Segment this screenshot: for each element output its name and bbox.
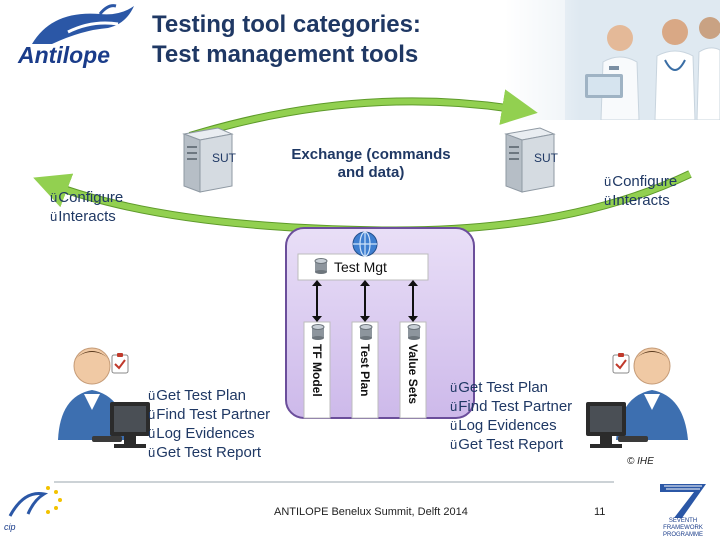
- page-number: 11: [594, 506, 606, 518]
- exchange-line-2: and data): [337, 164, 405, 181]
- server-icon: [182, 127, 234, 193]
- user-workstation-icon: [58, 347, 150, 448]
- title-line-1: Testing tool categories:: [152, 11, 421, 38]
- cip-logo-icon: [8, 486, 62, 517]
- exchange-line-1: Exchange (commands: [291, 146, 451, 163]
- checklist-item: üInteracts: [50, 208, 116, 225]
- left-bottom-checklist: üGet Test Plan üFind Test Partner üLog E…: [148, 386, 270, 462]
- database-icon: [407, 324, 421, 340]
- checklist-item: üGet Test Plan: [148, 387, 247, 404]
- checklist-item: üFind Test Partner: [148, 406, 271, 423]
- doctors-photo: [505, 0, 720, 120]
- antilope-logo-icon: [32, 4, 134, 44]
- check-icon: ü: [148, 407, 156, 422]
- check-icon: ü: [604, 193, 612, 208]
- right-top-checklist: üConfigure üInteracts: [604, 172, 677, 210]
- exchange-label: Exchange (commands and data): [276, 146, 466, 182]
- fp7-logo-text: SEVENTH FRAMEWORK PROGRAMME: [662, 518, 703, 538]
- globe-icon: [352, 231, 378, 257]
- check-icon: ü: [148, 445, 156, 460]
- check-icon: ü: [450, 437, 458, 452]
- right-bottom-checklist: üGet Test Plan üFind Test Partner üLog E…: [450, 378, 572, 454]
- left-top-checklist: üConfigure üInteracts: [50, 188, 123, 226]
- database-icon: [311, 324, 325, 340]
- copyright-label: © IHE: [627, 456, 654, 467]
- footer-text: ANTILOPE Benelux Summit, Delft 2014: [274, 506, 468, 518]
- footer-divider: [54, 481, 614, 483]
- check-icon: ü: [148, 388, 156, 403]
- check-icon: ü: [450, 380, 458, 395]
- clipboard-check-icon: [111, 353, 129, 374]
- checklist-item: üConfigure: [50, 189, 124, 206]
- fp7-logo-icon: [660, 484, 706, 518]
- check-icon: ü: [50, 209, 58, 224]
- database-icon: [314, 258, 328, 274]
- database-icon: [359, 324, 373, 340]
- check-icon: ü: [450, 418, 458, 433]
- user-workstation-icon: [586, 347, 688, 448]
- server-icon: [504, 127, 556, 193]
- checklist-item: üLog Evidences: [450, 417, 557, 434]
- checklist-item: üLog Evidences: [148, 425, 255, 442]
- slide-title: Testing tool categories: Test management…: [152, 10, 482, 70]
- test-mgt-panel: [285, 227, 475, 419]
- check-icon: ü: [450, 399, 458, 414]
- sut-right-label: SUT: [534, 151, 558, 165]
- bottom-exchange-arrow: [48, 170, 692, 235]
- cip-logo-text: cip: [4, 522, 16, 532]
- db-label-test-plan: Test Plan: [358, 344, 372, 397]
- db-label-tf-model: TF Model: [310, 344, 324, 397]
- checklist-item: üConfigure: [604, 173, 678, 190]
- title-line-2: Test management tools: [152, 41, 419, 68]
- db-label-value-sets: Value Sets: [406, 344, 420, 405]
- logo-text: Antilope: [18, 42, 110, 68]
- checklist-item: üGet Test Report: [148, 444, 262, 461]
- checklist-item: üGet Test Plan: [450, 379, 549, 396]
- check-icon: ü: [148, 426, 156, 441]
- checklist-item: üGet Test Report: [450, 436, 564, 453]
- check-icon: ü: [604, 174, 612, 189]
- sut-left-label: SUT: [212, 151, 236, 165]
- checklist-item: üInteracts: [604, 192, 670, 209]
- clipboard-check-icon: [612, 353, 630, 374]
- checklist-item: üFind Test Partner: [450, 398, 573, 415]
- check-icon: ü: [50, 190, 58, 205]
- test-mgt-label: Test Mgt: [334, 259, 387, 275]
